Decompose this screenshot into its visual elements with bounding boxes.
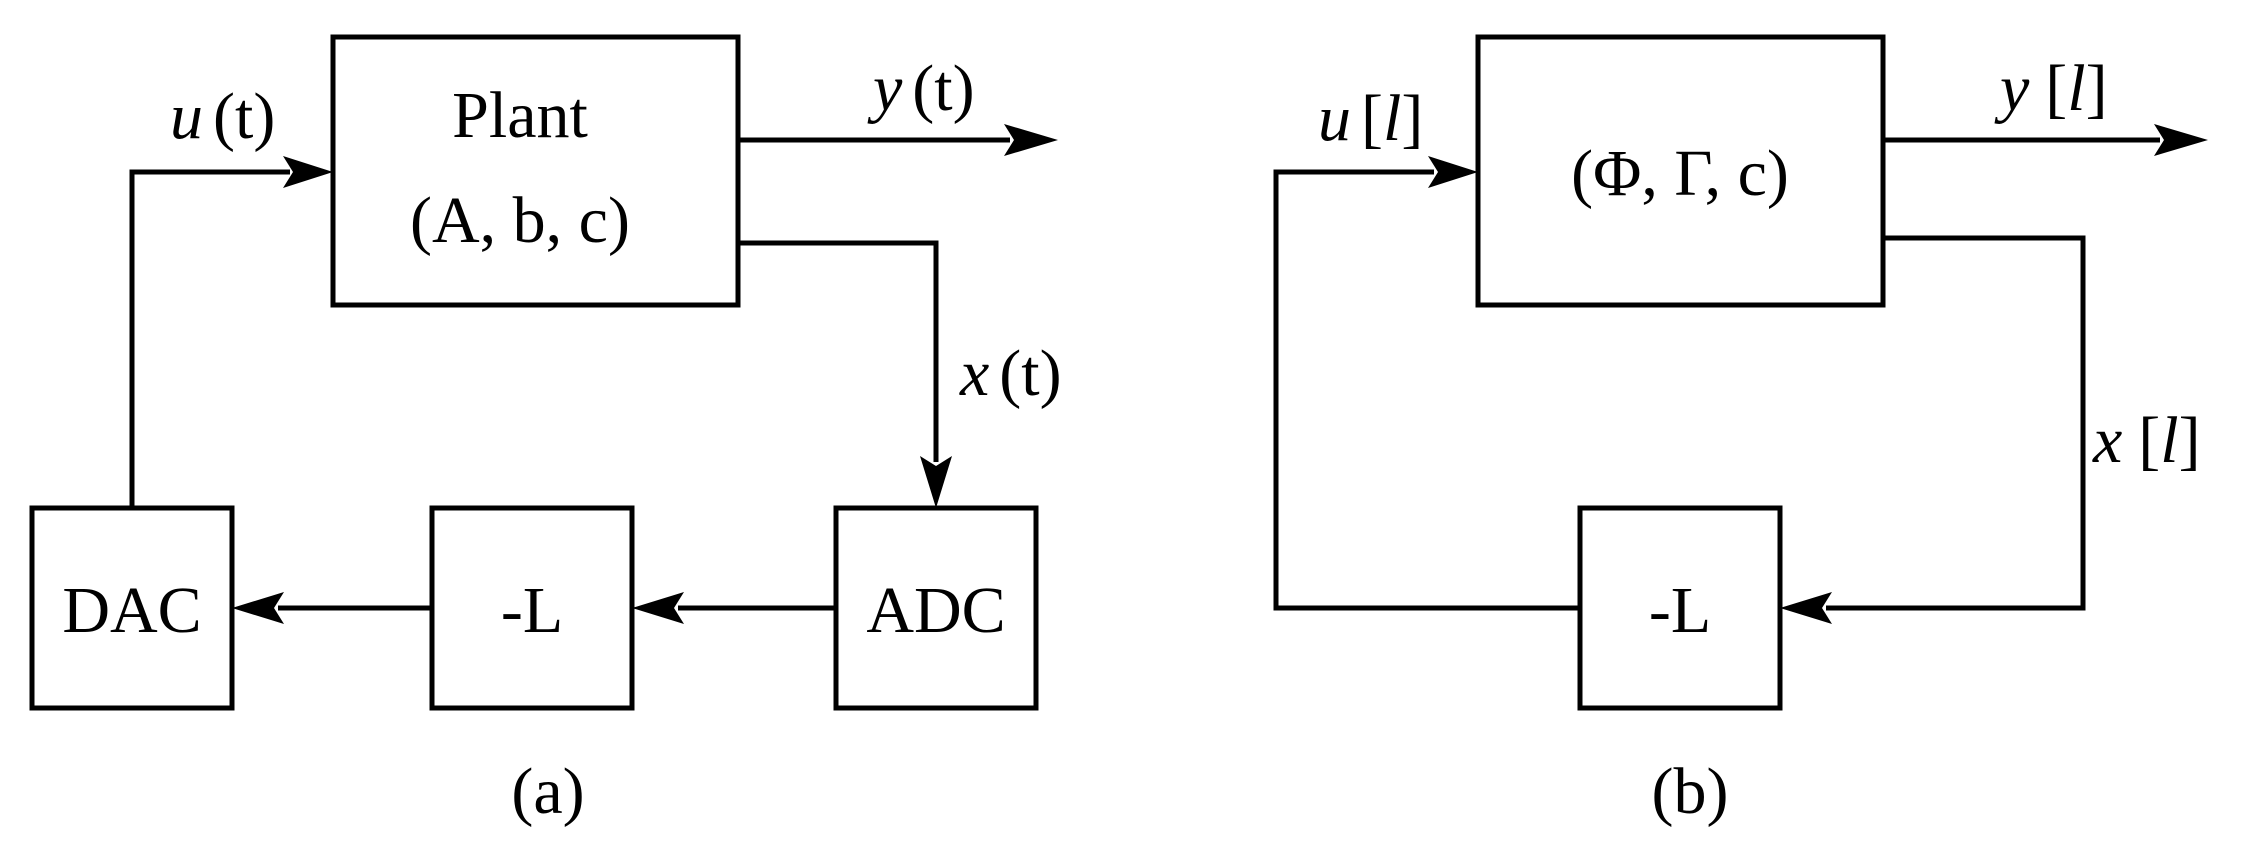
panel-a: Plant (A, b, c) DAC -L ADC u(t) y(t) x(t… [29, 34, 1062, 828]
dac-label: DAC [62, 574, 201, 647]
gain-to-dac-arrowhead [232, 592, 284, 624]
system-params: (Φ, Γ, c) [1571, 137, 1789, 210]
plant-params: (A, b, c) [410, 184, 630, 257]
gain-label-a: -L [501, 574, 563, 647]
state-arrowhead-b [1780, 592, 1832, 624]
plant-title: Plant [452, 79, 588, 152]
input-signal-label-a: u(t) [170, 80, 275, 153]
state-signal-label-a: x(t) [959, 337, 1062, 410]
state-signal-label-b: x[l] [2092, 404, 2201, 477]
input-wire-a [129, 169, 290, 508]
input-signal-label-b: u[l] [1318, 82, 1423, 155]
adc-label: ADC [866, 574, 1005, 647]
caption-b: (b) [1652, 755, 1729, 828]
gain-block-b [1577, 505, 1783, 711]
input-arrowhead-a [283, 156, 333, 188]
state-wire-b [1826, 235, 2086, 611]
gain-block-a [429, 505, 635, 711]
caption-a: (a) [511, 755, 584, 828]
state-wire-a [738, 240, 939, 462]
input-wire-b [1273, 169, 1580, 611]
adc-to-gain-arrowhead [632, 592, 684, 624]
system-block [1475, 34, 1886, 308]
dac-block [29, 505, 235, 711]
output-signal-label-a: y(t) [867, 52, 975, 125]
input-arrowhead-b [1428, 156, 1478, 188]
output-arrowhead-b [2154, 124, 2208, 156]
output-arrowhead-a [1004, 124, 1058, 156]
gain-label-b: -L [1649, 574, 1711, 647]
state-arrowhead-a [920, 456, 952, 508]
plant-block [330, 34, 741, 308]
panel-b: (Φ, Γ, c) -L u[l] y[l] x[l] (b) [1273, 34, 2208, 828]
output-signal-label-b: y[l] [1994, 52, 2108, 125]
